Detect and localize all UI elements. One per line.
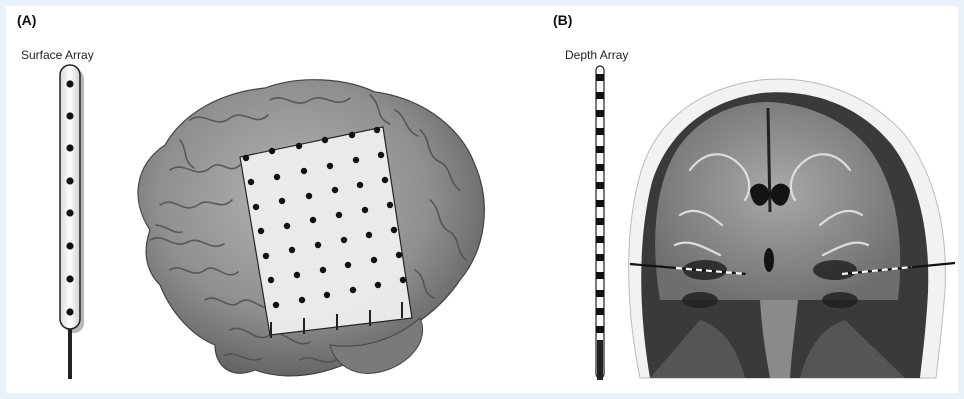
coronal-mri-slice [629, 79, 946, 378]
depth-electrode-contacts [596, 74, 604, 333]
depth-electrode [596, 66, 604, 380]
surface-strip-electrode [60, 65, 84, 379]
electrode-grid [240, 127, 412, 338]
